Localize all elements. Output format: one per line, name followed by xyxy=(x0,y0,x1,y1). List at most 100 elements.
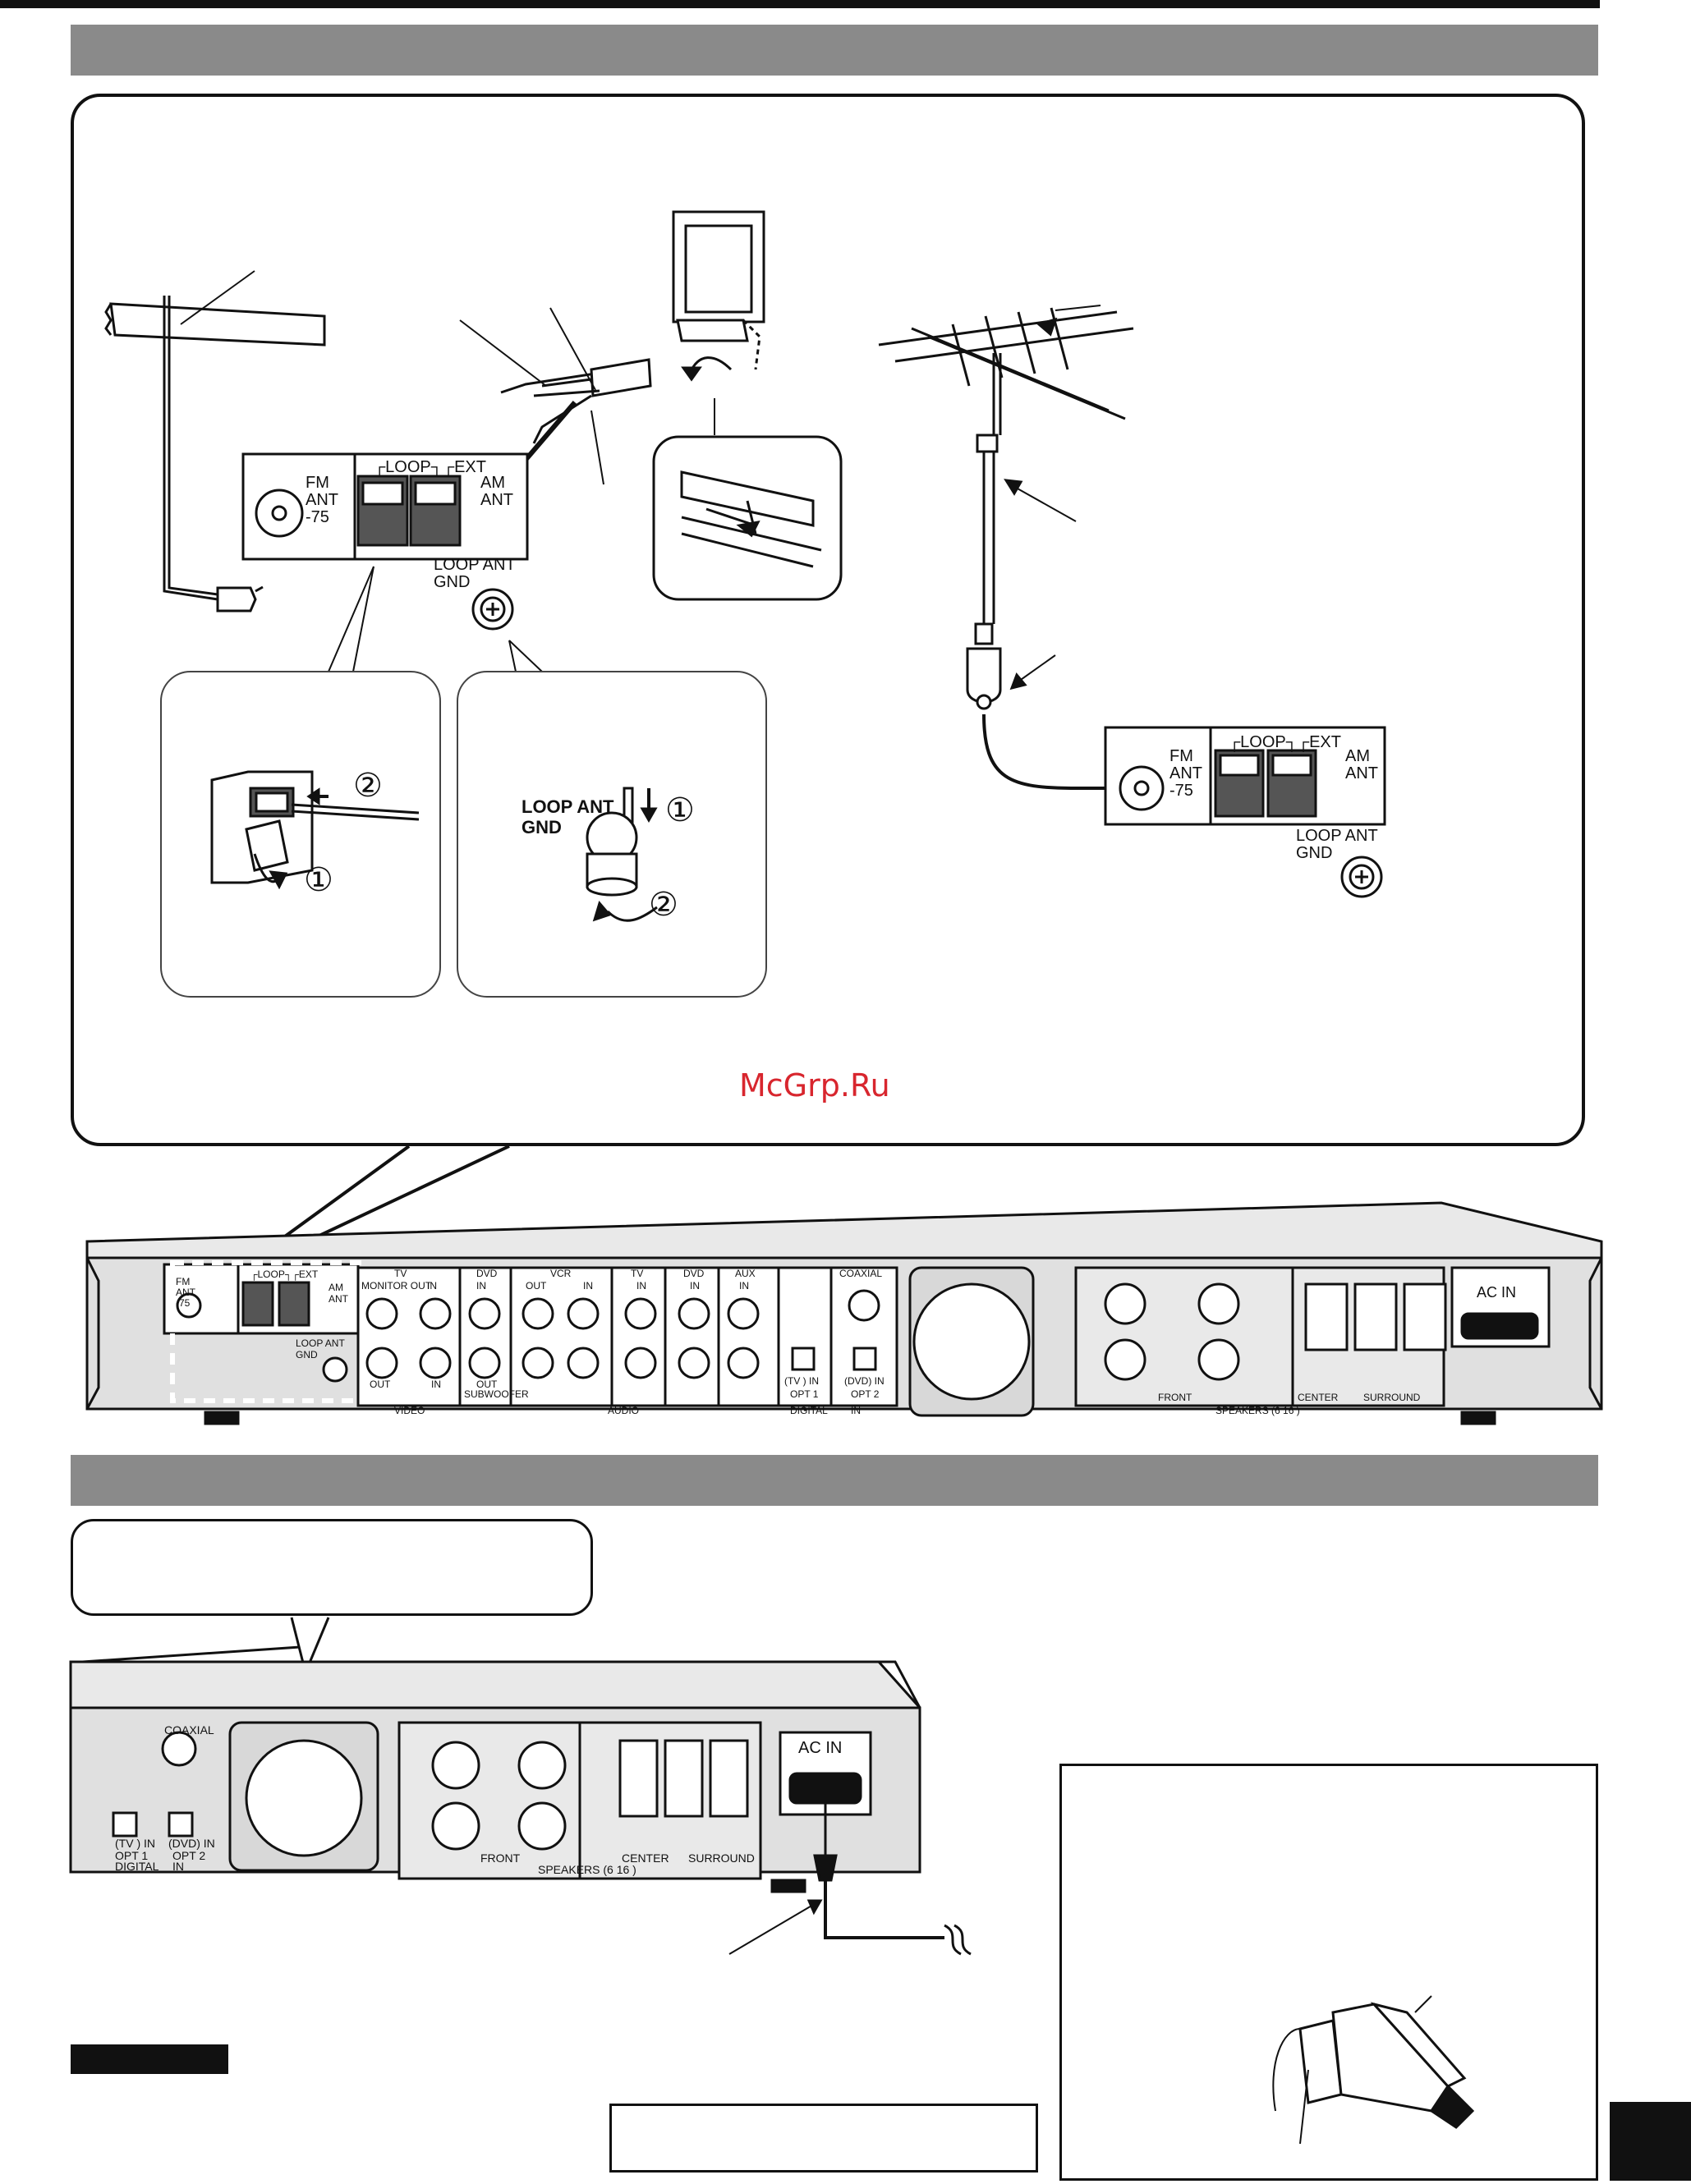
svg-text:IN: IN xyxy=(476,1280,486,1292)
ac-power-illustration: COAXIAL (TV ) IN (DVD) IN OPT 1 OPT 2 DI… xyxy=(69,1617,972,1956)
rear-front: FRONT xyxy=(1158,1392,1192,1403)
lower-speakers: SPEAKERS (6 16 ) xyxy=(538,1863,636,1876)
lower-panel-labels: COAXIAL (TV ) IN (DVD) IN OPT 1 OPT 2 DI… xyxy=(115,1723,842,1876)
lower-surround: SURROUND xyxy=(688,1851,755,1865)
lower-tv-in: (TV ) IN xyxy=(115,1837,155,1850)
rear-speakers: SPEAKERS (6 16 ) xyxy=(1215,1405,1300,1416)
rear-ac-in: AC IN xyxy=(1477,1284,1516,1301)
watermark: McGrp.Ru xyxy=(739,1067,890,1103)
loop-clip-inset xyxy=(652,398,843,601)
fm-indoor-antenna xyxy=(104,270,326,613)
svg-text:DIGITAL: DIGITAL xyxy=(115,1860,159,1873)
svg-text:OUT: OUT xyxy=(476,1379,498,1390)
push-terminal-illustration xyxy=(210,770,420,890)
ohm-label: -75 xyxy=(306,508,329,526)
gnd-label: GND xyxy=(434,573,470,591)
rear-in: IN xyxy=(427,1280,437,1292)
antenna-callout-frame xyxy=(71,94,1585,1146)
terminal-block-labels: FM ANT -75 ┌LOOP┐┌EXT AM ANT LOOP ANT GN… xyxy=(306,458,516,591)
svg-text:LOOP ANT: LOOP ANT xyxy=(1296,827,1378,845)
loop-label: ┌LOOP┐┌EXT xyxy=(374,458,486,477)
gnd-screw-illustration xyxy=(586,787,658,922)
svg-text:AM: AM xyxy=(329,1282,343,1293)
rear-monitor-out: MONITOR OUT xyxy=(361,1280,432,1292)
svg-text:FM: FM xyxy=(176,1276,190,1287)
outdoor-fm-antenna xyxy=(878,305,1142,790)
svg-text:IN: IN xyxy=(431,1379,441,1390)
loop-ant-zoom-label: LOOP ANT xyxy=(522,796,614,817)
am-label: AM xyxy=(480,474,505,492)
svg-text:GND: GND xyxy=(296,1349,318,1360)
svg-text:OPT 1: OPT 1 xyxy=(115,1849,148,1862)
svg-text:IN: IN xyxy=(690,1280,700,1292)
svg-text:IN: IN xyxy=(172,1860,184,1873)
lower-dvd-in: (DVD) IN xyxy=(168,1837,215,1850)
section-header-ac-power xyxy=(71,1455,1598,1506)
svg-text:GND: GND xyxy=(1296,844,1332,862)
ant-label: ANT xyxy=(306,491,338,509)
svg-text:AM: AM xyxy=(1345,747,1370,765)
am-ant-label: ANT xyxy=(480,491,513,509)
svg-text:-75: -75 xyxy=(176,1297,191,1309)
push-terminal-steps: ② ① xyxy=(304,768,383,898)
lower-coaxial: COAXIAL xyxy=(164,1723,214,1737)
gnd-screw-labels: LOOP ANT GND xyxy=(522,796,614,837)
antenna-connection-illustration: FM ANT -75 ┌LOOP┐┌EXT AM ANT LOOP ANT GN… xyxy=(85,210,1603,1425)
svg-text:ANT: ANT xyxy=(329,1293,349,1305)
svg-text:IN: IN xyxy=(739,1280,749,1292)
rear-dvd: DVD xyxy=(476,1268,498,1279)
svg-text:┌LOOP┐┌EXT: ┌LOOP┐┌EXT xyxy=(250,1269,319,1281)
rear-opt2: OPT 2 xyxy=(851,1388,880,1400)
black-label-block xyxy=(71,2044,228,2074)
svg-text:IN: IN xyxy=(636,1280,646,1292)
section-header-antenna xyxy=(71,25,1598,76)
svg-text:OPT 2: OPT 2 xyxy=(172,1849,205,1862)
rear-aux: AUX xyxy=(735,1268,756,1279)
lower-center: CENTER xyxy=(622,1851,669,1865)
gnd-step-1: ① xyxy=(665,792,695,828)
rear-opt1: OPT 1 xyxy=(790,1388,819,1400)
svg-text:ANT: ANT xyxy=(1169,764,1202,782)
fan-note-box xyxy=(71,1519,593,1616)
svg-text:LOOP ANT: LOOP ANT xyxy=(296,1337,345,1349)
rear-panel-labels: TV DVD VCR TV DVD AUX COAXIAL MONITOR OU… xyxy=(176,1268,1516,1416)
bottom-note-box xyxy=(609,2104,1038,2173)
svg-text:┌LOOP┐┌EXT: ┌LOOP┐┌EXT xyxy=(1229,733,1341,752)
rear-digital-in: IN xyxy=(851,1405,861,1416)
zoom-leader-lines xyxy=(328,566,543,672)
svg-text:FM: FM xyxy=(1169,747,1193,765)
rear-tv2: TV xyxy=(631,1268,643,1279)
step-2-label: ② xyxy=(353,768,383,804)
rear-tv: TV xyxy=(394,1268,407,1279)
svg-text:ANT: ANT xyxy=(1345,764,1378,782)
rear-coaxial: COAXIAL xyxy=(839,1268,882,1279)
fm-label: FM xyxy=(306,474,329,492)
rear-surround: SURROUND xyxy=(1363,1392,1421,1403)
rear-dvd2: DVD xyxy=(683,1268,705,1279)
svg-text:OUT: OUT xyxy=(370,1379,391,1390)
rear-tv-in: (TV ) IN xyxy=(784,1375,819,1387)
step-1-label: ① xyxy=(304,862,333,898)
rear-digital: DIGITAL xyxy=(790,1405,828,1416)
rear-audio: AUDIO xyxy=(608,1405,639,1416)
lower-front: FRONT xyxy=(480,1851,521,1865)
rear-vcr: VCR xyxy=(550,1268,572,1279)
plug-illustration xyxy=(1272,1995,1475,2145)
antenna-terminal-block xyxy=(241,452,529,631)
gnd-step-2: ② xyxy=(649,887,678,923)
top-rule xyxy=(0,0,1600,8)
page-number-block xyxy=(1610,2102,1691,2181)
loop-ant-label: LOOP ANT xyxy=(434,556,516,574)
antenna-terminal-block-right xyxy=(1104,726,1386,898)
svg-text:ANT: ANT xyxy=(176,1287,196,1298)
svg-text:-75: -75 xyxy=(1169,782,1193,800)
plug-note-box xyxy=(1059,1764,1598,2181)
rear-subwoofer: SUBWOOFER xyxy=(464,1388,529,1400)
rear-dvd-in: (DVD) IN xyxy=(844,1375,885,1387)
rear-video: VIDEO xyxy=(394,1405,425,1416)
terminal-block-right-labels: FM ANT -75 ┌LOOP┐┌EXT AM ANT LOOP ANT GN… xyxy=(1169,733,1378,862)
lower-ac-in: AC IN xyxy=(798,1739,842,1757)
svg-text:OUT: OUT xyxy=(526,1280,547,1292)
svg-text:IN: IN xyxy=(583,1280,593,1292)
gnd-screw-steps: ① ② xyxy=(649,792,695,923)
